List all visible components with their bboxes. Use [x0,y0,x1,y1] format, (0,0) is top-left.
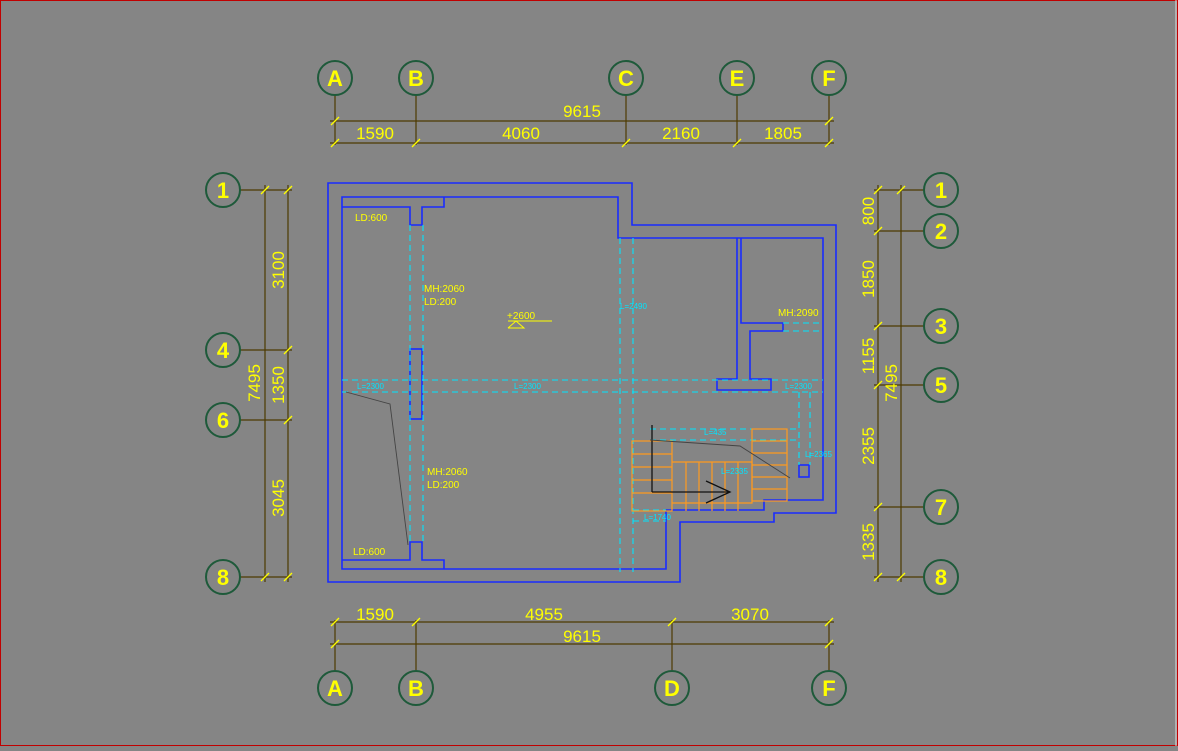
grid-bubble-top: C [618,66,634,91]
dim-bottom-total: 9615 [563,627,601,646]
beam-lines [342,225,823,572]
dim-left-seg: 3100 [269,251,288,289]
beam-label: L=2335 [721,467,748,476]
beam-label: L=2300 [357,382,384,391]
grid-bubble-left: 1 [217,178,229,203]
stair [631,428,788,512]
mh-note-right: MH:2090 [778,308,819,319]
dim-top-seg: 1805 [764,124,802,143]
grid-bubble-bottom: F [822,676,835,701]
elevation-mark: +2600 [507,311,552,329]
dim-top-seg: 4060 [502,124,540,143]
grid-bubble-left: 6 [217,408,229,433]
ld-note-lower: LD:200 [427,480,460,491]
beam-label: L=2300 [785,382,812,391]
leader-lines [345,391,791,546]
grid-bubble-top: E [730,66,745,91]
dim-right-total: 7495 [882,364,901,402]
elevation-label: +2600 [507,311,536,322]
grid-bubble-right: 2 [935,219,947,244]
dim-right-seg: 1850 [859,260,878,298]
dim-bottom-seg: 1590 [356,605,394,624]
ld-note-bottom: LD:600 [353,547,386,558]
grid-bubble-bottom: B [408,676,424,701]
dim-top-seg: 2160 [662,124,700,143]
grid-bubble-left: 4 [217,338,230,363]
grid-bubble-left: 8 [217,565,229,590]
wall-outlines [327,182,837,583]
dim-right-seg: 1155 [859,338,878,375]
dim-right-seg: 2355 [859,427,878,465]
dimension-lines [240,95,924,670]
beam-label: L=2365 [805,450,832,459]
mh-note-lower: MH:2060 [427,467,468,478]
ld-note-upper: LD:200 [424,297,457,308]
beam-label: L=435 [704,428,727,437]
dim-left-total: 7495 [245,364,264,402]
grid-bubble-top: F [822,66,835,91]
dim-bottom-seg: 3070 [731,605,769,624]
dim-top-seg: 1590 [356,124,394,143]
dimension-ticks [260,116,906,649]
grid-bubble-top: A [327,66,343,91]
mh-note-upper: MH:2060 [424,284,465,295]
grid-bubble-right: 5 [935,373,947,398]
dim-top-total: 9615 [563,102,601,121]
grid-bubble-right: 8 [935,565,947,590]
grid-bubble-right: 1 [935,178,947,203]
grid-bubble-right: 3 [935,314,947,339]
ld-note-top: LD:600 [355,213,388,224]
dim-right-seg: 1335 [859,523,878,561]
beam-label: L=2490 [620,302,647,311]
dim-left-seg: 1350 [269,366,288,404]
dim-right-seg: 800 [859,197,878,225]
grid-bubble-top: B [408,66,424,91]
beam-label: L=1740 [644,513,671,522]
grid-bubble-circles [205,60,959,706]
beam-label: L=2300 [514,382,541,391]
stair-direction-arrow [651,425,732,504]
grid-bubble-bottom: D [664,676,680,701]
grid-bubble-right: 7 [935,495,947,520]
grid-bubble-bottom: A [327,676,343,701]
dim-left-seg: 3045 [269,479,288,517]
dim-bottom-seg: 4955 [525,605,563,624]
